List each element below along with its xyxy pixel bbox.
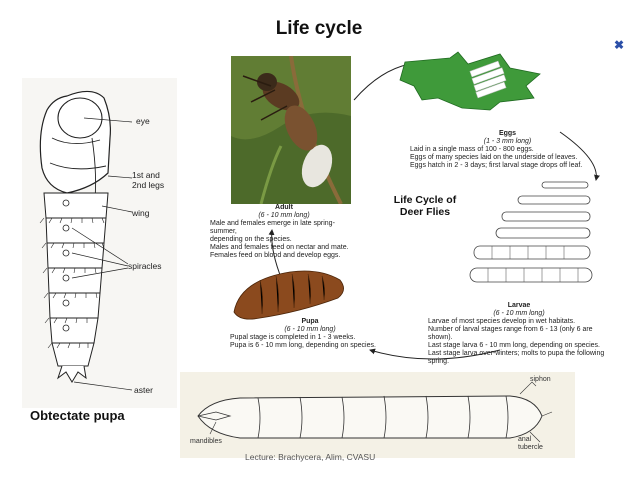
larva-drawing: siphon mandibles anal tubercle — [180, 372, 575, 458]
adult-fly-photo — [231, 56, 351, 204]
pupa-heading: Pupa — [301, 318, 319, 325]
pupa-block: Pupa (6 - 10 mm long) Pupal stage is com… — [230, 318, 390, 350]
slide-title: Life cycle — [275, 18, 363, 39]
label-mandibles: mandibles — [190, 438, 222, 445]
eggs-line: Eggs of many species laid on the undersi… — [410, 154, 578, 161]
adult-line: Females feed on blood and develop eggs. — [210, 252, 341, 259]
larvae-line: Larvae of most species develop in wet ha… — [428, 318, 576, 325]
larvae-size: (6 - 10 mm long) — [493, 310, 545, 317]
larvae-line: Last stage larva over-winters; molts to … — [428, 350, 605, 365]
label-legs-1: 1st and — [132, 170, 160, 180]
label-eye: eye — [136, 116, 150, 126]
pupa-caption: Obtectate pupa — [30, 408, 125, 423]
eggs-heading: Eggs — [498, 130, 517, 137]
life-cycle-title-line2: Deer Flies — [399, 206, 451, 218]
pupa-drawing: eye 1st and 2nd legs wing spiracles aste… — [22, 78, 177, 408]
label-spiracles: spiracles — [128, 261, 162, 271]
pupa-line: Pupa is 6 - 10 mm long, depending on spe… — [230, 342, 376, 349]
eggs-size: (1 - 3 mm long) — [483, 138, 532, 145]
pupa-line: Pupal stage is completed in 1 - 3 weeks. — [230, 334, 356, 341]
larvae-heading: Larvae — [507, 302, 531, 309]
pupa-drawing-svg — [39, 90, 133, 391]
label-anal-1: anal — [518, 436, 532, 443]
larvae-line: Number of larval stages range from 6 - 1… — [428, 326, 593, 341]
adult-line: Male and females emerge in late spring-s… — [210, 220, 335, 235]
adult-size: (6 - 10 mm long) — [258, 212, 310, 219]
eggs-line: Eggs hatch in 2 - 3 days; first larval s… — [410, 162, 583, 169]
adult-heading: Adult — [275, 204, 293, 211]
pupa-size: (6 - 10 mm long) — [284, 326, 336, 333]
label-siphon: siphon — [530, 376, 551, 383]
adult-block: Adult (6 - 10 mm long) Male and females … — [210, 204, 358, 260]
adult-fly-photo-svg — [231, 56, 351, 204]
adult-line: Males and females feed on nectar and mat… — [210, 244, 349, 251]
larvae-line: Last stage larva 6 - 10 mm long, dependi… — [428, 342, 600, 349]
life-cycle-arrows — [233, 51, 600, 360]
label-aster: aster — [134, 385, 153, 395]
slide-footer: Lecture: Brachycera, Alim, CVASU — [245, 452, 376, 462]
label-wing: wing — [132, 208, 150, 218]
label-legs-2: 2nd legs — [132, 180, 165, 190]
eggs-block: Eggs (1 - 3 mm long) Laid in a single ma… — [410, 130, 605, 170]
larvae-block: Larvae (6 - 10 mm long) Larvae of most s… — [428, 302, 610, 366]
label-anal-2: tubercle — [518, 444, 543, 451]
close-icon[interactable]: ✖ — [614, 38, 625, 52]
life-cycle-title-line1: Life Cycle of — [393, 194, 457, 206]
life-cycle-diagram: Eggs (1 - 3 mm long) Laid in a single ma… — [200, 50, 610, 368]
life-cycle-title: Life Cycle of Deer Flies — [370, 194, 480, 218]
eggs-line: Laid in a single mass of 100 - 800 eggs. — [410, 146, 534, 153]
adult-line: depending on the species. — [210, 236, 292, 243]
larva-drawing-svg — [197, 381, 553, 443]
